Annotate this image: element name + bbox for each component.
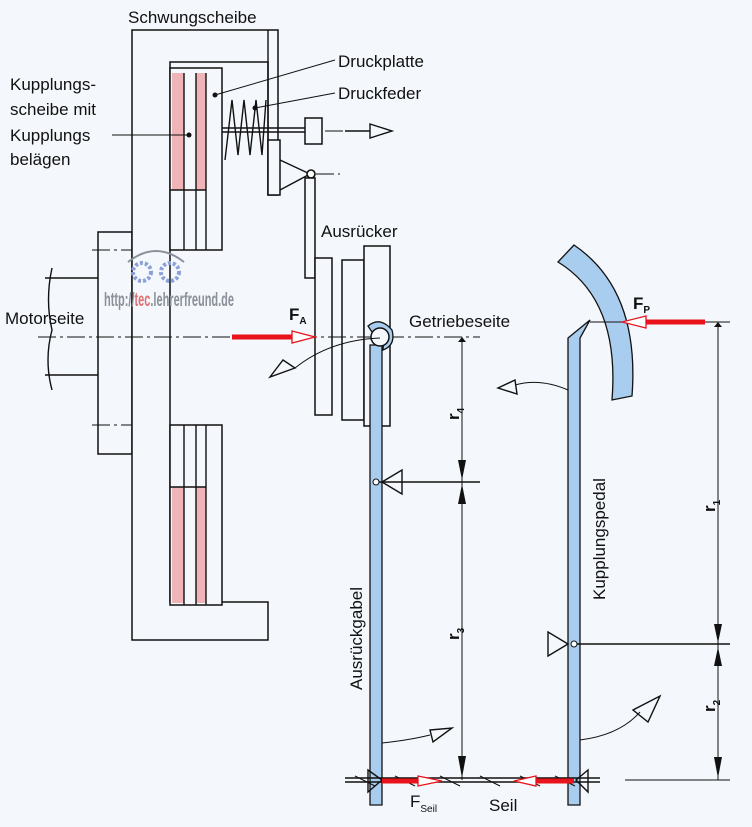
engine-shaft [45,231,138,455]
leader-lines [112,59,336,138]
label-clutch-disc-2: scheibe mit [10,100,96,119]
label-cable: Seil [489,796,517,815]
watermark-logo [127,250,185,283]
label-flywheel: Schwungscheibe [128,8,257,27]
label-engine-side: Motorseite [5,309,84,328]
pressure-spring [222,99,395,279]
label-release-fork: Ausrückgabel [347,587,366,690]
dimension-lines [458,321,730,781]
clutch-disc-upper [169,67,223,251]
label-clutch-pedal: Kupplungspedal [590,478,609,600]
force-fa-arrow [232,330,318,344]
label-r2: r2 [700,699,723,712]
label-clutch-disc-1: Kupplungs- [10,75,96,94]
label-fseil: FSeil [410,792,437,815]
label-pressure-spring: Druckfeder [338,84,421,103]
label-release-bearing: Ausrücker [321,222,398,241]
label-clutch-disc-4: belägen [10,150,71,169]
label-r1: r1 [700,499,723,512]
force-fp-arrow [621,315,705,329]
label-pressure-plate: Druckplatte [338,52,424,71]
watermark-text: http://tec.lehrerfreund.de [104,290,234,311]
label-gearbox-side: Getriebeseite [409,312,510,331]
label-clutch-disc-3: Kupplungs [10,126,90,145]
label-fa: FA [289,305,307,327]
clutch-disc-lower [169,424,223,606]
label-r4: r4 [444,407,467,420]
label-fp: FP [633,294,650,316]
force-fseil-arrows [382,775,574,787]
release-fork [267,321,480,806]
clutch-pedal [496,244,730,806]
label-r3: r3 [444,627,467,640]
